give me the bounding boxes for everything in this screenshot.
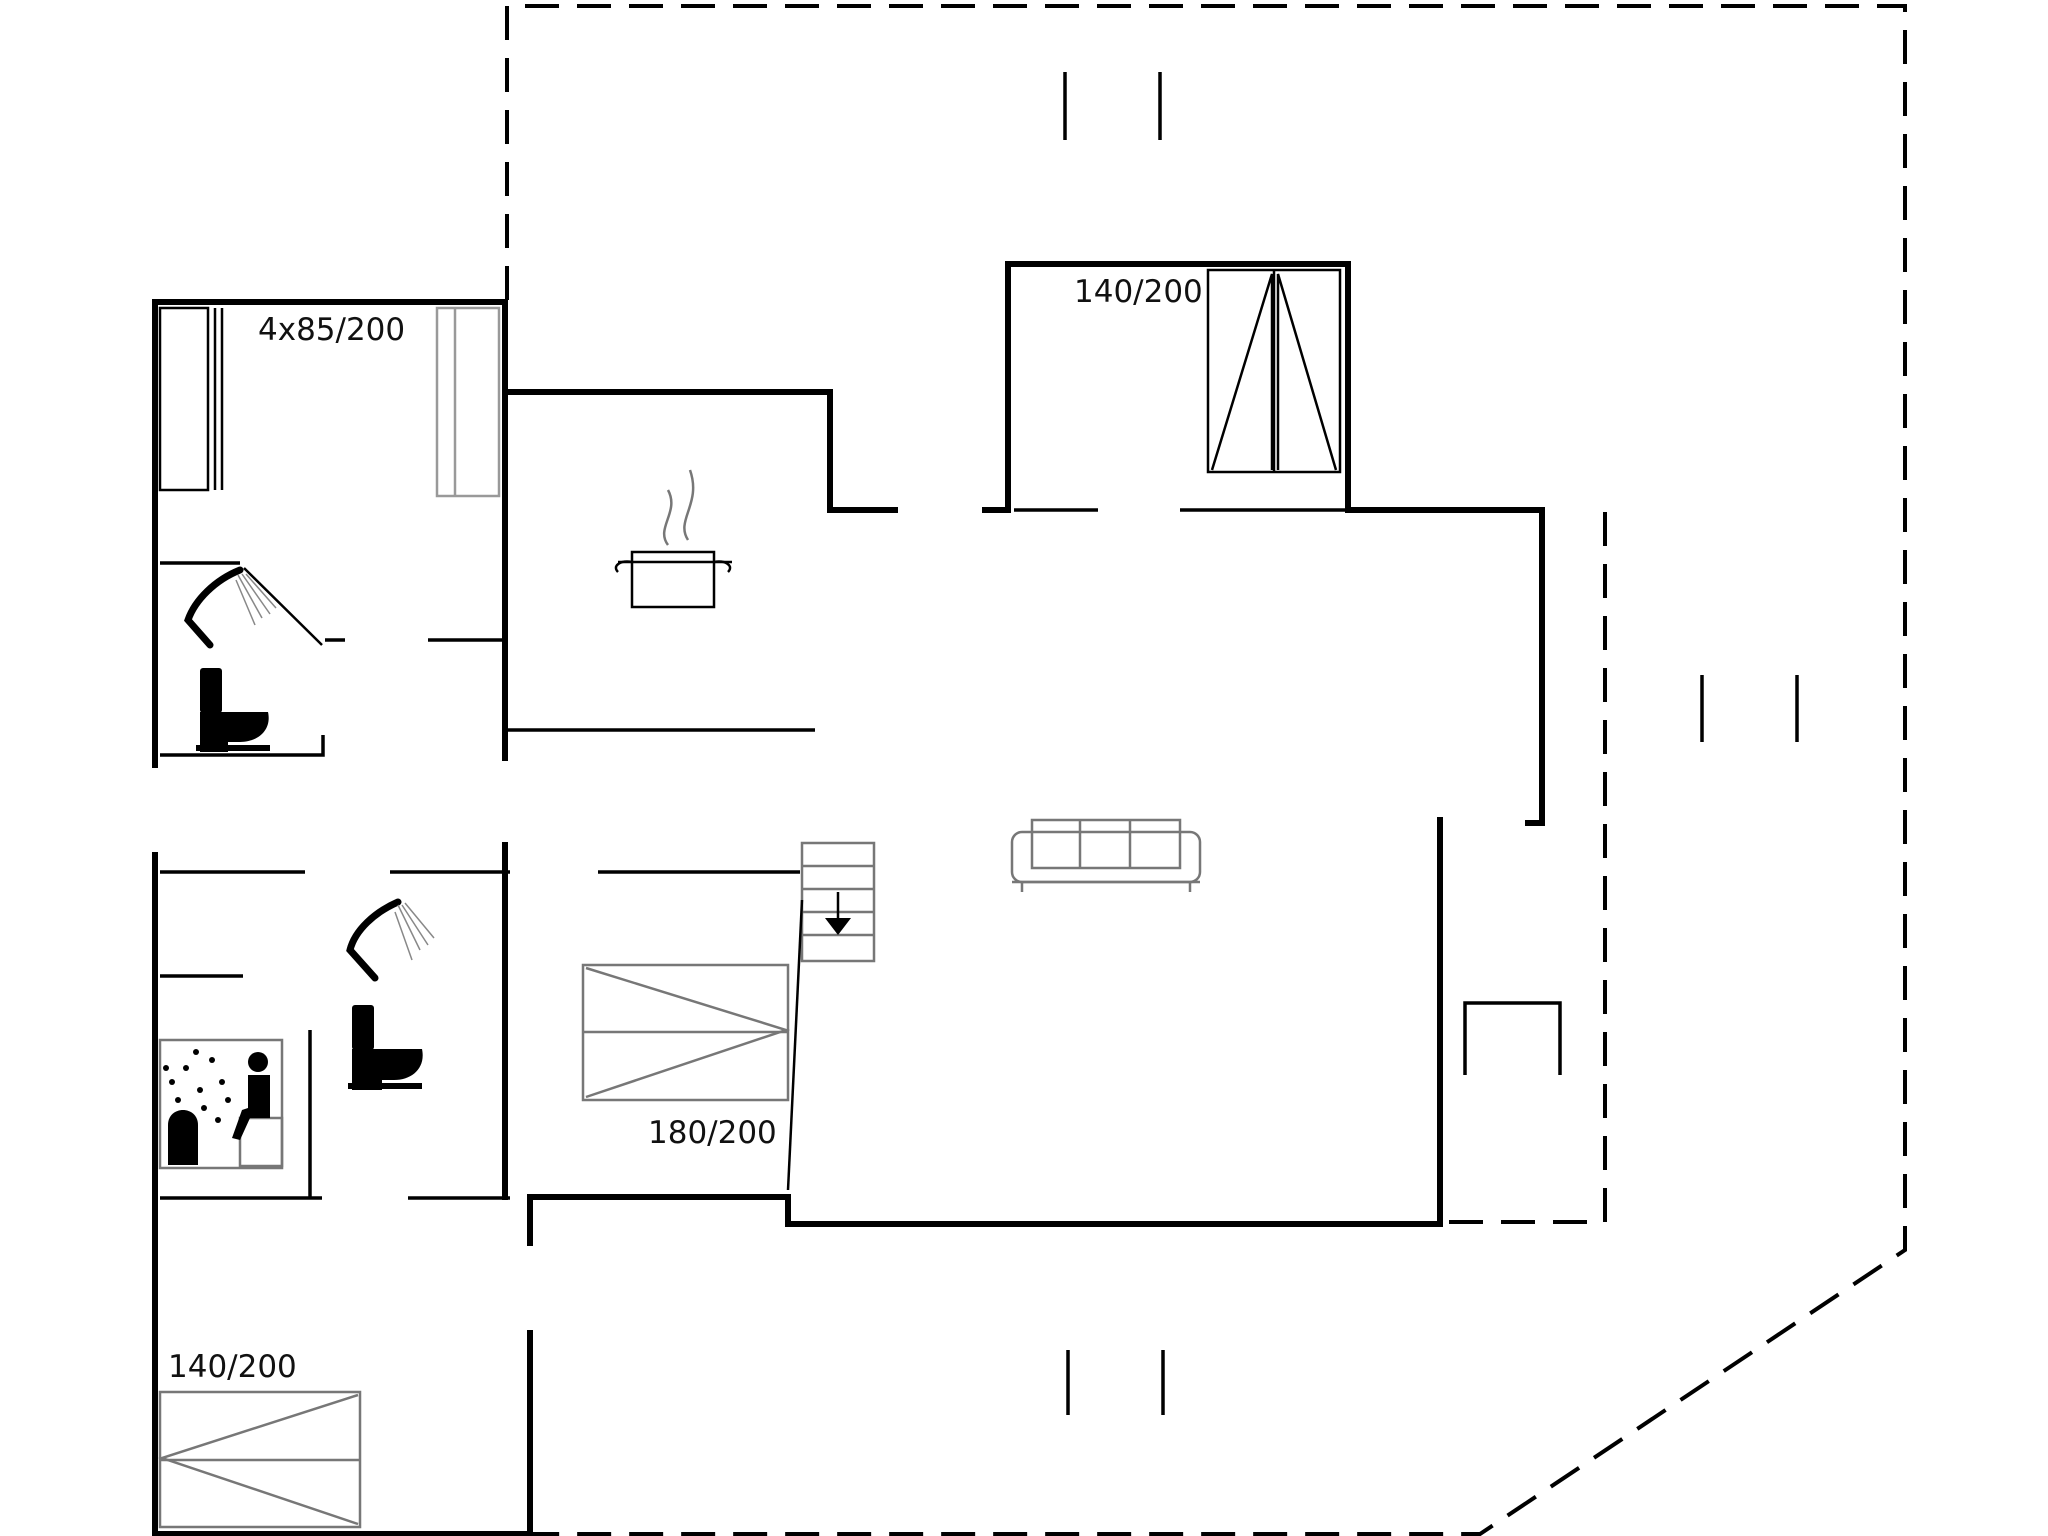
double-bed-icon <box>581 963 791 1102</box>
double-bed-icon <box>1206 268 1342 474</box>
staircase-down-icon <box>786 841 876 1191</box>
interior-partitions <box>160 508 1562 1200</box>
bottom-bed-size-label: 140/200 <box>168 1349 297 1385</box>
double-bed-icon <box>158 1390 362 1529</box>
shower-icon <box>184 566 323 649</box>
sofa-icon <box>1010 818 1202 892</box>
bunk-beds-icon <box>158 306 501 498</box>
mid-bed-size-label: 180/200 <box>648 1115 777 1151</box>
sauna-icon <box>158 1038 284 1170</box>
top-bed-size-label: 140/200 <box>1074 274 1203 310</box>
terrace-marker-icon <box>1063 72 1799 1415</box>
shower-icon <box>346 898 435 982</box>
bunk-size-label: 4x85/200 <box>258 312 405 348</box>
toilet-icon <box>348 1005 423 1090</box>
terrace-outline <box>505 4 1907 1536</box>
walls <box>152 261 1545 1536</box>
toilet-icon <box>196 668 270 752</box>
cooking-pot-icon <box>614 469 732 609</box>
